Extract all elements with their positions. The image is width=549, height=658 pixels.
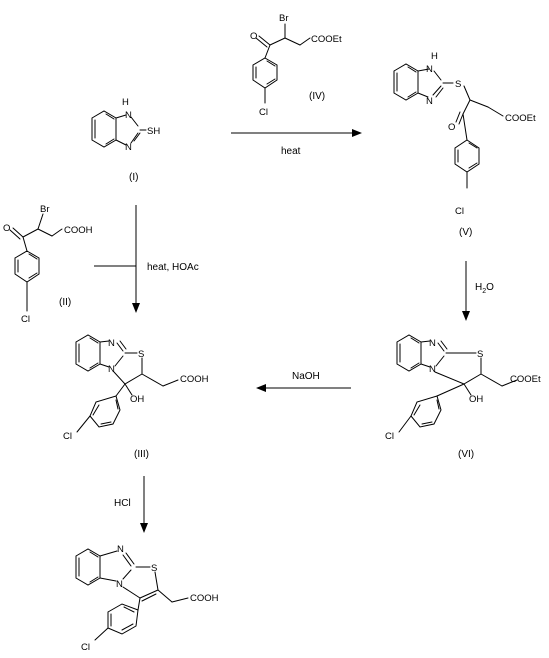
compound-final: N N S COOH Cl [75,544,219,653]
compound-II-br: Br [40,204,50,215]
compound-III-s: S [138,349,144,360]
compound-final-cooh: COOH [190,593,219,604]
compound-final-structure [75,548,189,641]
compound-final-n-top: N [117,544,124,555]
compound-III-oh: OH [130,394,144,405]
compound-V-n-bottom: N [426,96,433,107]
compound-III-n-top: N [108,338,115,349]
compound-III: N N S OH COOH Cl (III) [63,334,209,460]
compound-IV-o: O [250,31,257,42]
compound-I-n-top: N [125,110,132,121]
compound-VI-oh: OH [469,394,483,405]
compound-V-n-top: N [426,64,433,75]
compound-II-cooh: COOH [64,225,93,236]
condition-heat-hoac: heat, HOAc [147,262,199,273]
compound-IV-structure [252,23,311,104]
compound-V: H N N S O COOEt Cl (V) [393,51,536,238]
compound-VI-n-top: N [429,338,436,349]
compound-I-sh: SH [147,126,160,137]
compound-II-cl: Cl [21,314,30,325]
compound-I: H N N SH (I) [91,97,160,183]
compound-final-s: S [151,563,157,574]
compound-IV: Br O COOEt Cl (IV) [250,13,342,118]
compound-IV-br: Br [279,13,289,24]
compound-V-label: (V) [459,227,472,238]
compound-III-structure [75,334,179,433]
arrow-VI-to-III [256,384,351,392]
condition-water: H2O [475,282,494,295]
compound-III-cooh: COOH [180,374,209,385]
arrow-I-to-III [94,205,140,313]
arrow-I-to-V [231,129,362,137]
arrow-III-to-final [140,476,148,533]
compound-V-structure [393,63,504,189]
compound-VI-cooet: COOEt [510,374,541,385]
compound-I-label: (I) [129,172,138,183]
compound-VI-s: S [477,349,483,360]
compound-VI-structure [396,334,518,433]
compound-III-label: (III) [134,449,149,460]
compound-VI-n-bottom: N [429,364,436,375]
compound-V-o: O [448,122,455,133]
condition-hcl: HCl [114,498,131,509]
compound-III-cl: Cl [63,431,72,442]
compound-IV-cooet: COOEt [311,34,342,45]
compound-final-n-bottom: N [116,579,123,590]
compound-II-o: O [3,223,10,234]
arrow-V-to-VI [462,261,470,321]
compound-V-h: H [431,51,438,62]
condition-naoh: NaOH [292,371,320,382]
compound-II-label: (II) [59,297,71,308]
compound-IV-label: (IV) [309,91,325,102]
compound-I-h: H [122,97,129,108]
compound-final-cl: Cl [81,642,90,653]
compound-V-s: S [455,79,461,90]
compound-I-structure [91,110,147,148]
condition-heat: heat [281,146,301,157]
compound-II: Br O COOH Cl (II) [3,204,93,325]
compound-I-n-bottom: N [125,142,132,153]
compound-V-cl: Cl [455,206,464,217]
compound-V-cooet: COOEt [505,113,536,124]
compound-VI: N N S OH COOEt Cl (VI) [385,334,541,460]
compound-VI-label: (VI) [458,449,474,460]
compound-VI-cl: Cl [385,431,394,442]
compound-IV-cl: Cl [259,107,268,118]
compound-III-n-bottom: N [108,364,115,375]
compound-II-structure [9,213,63,312]
